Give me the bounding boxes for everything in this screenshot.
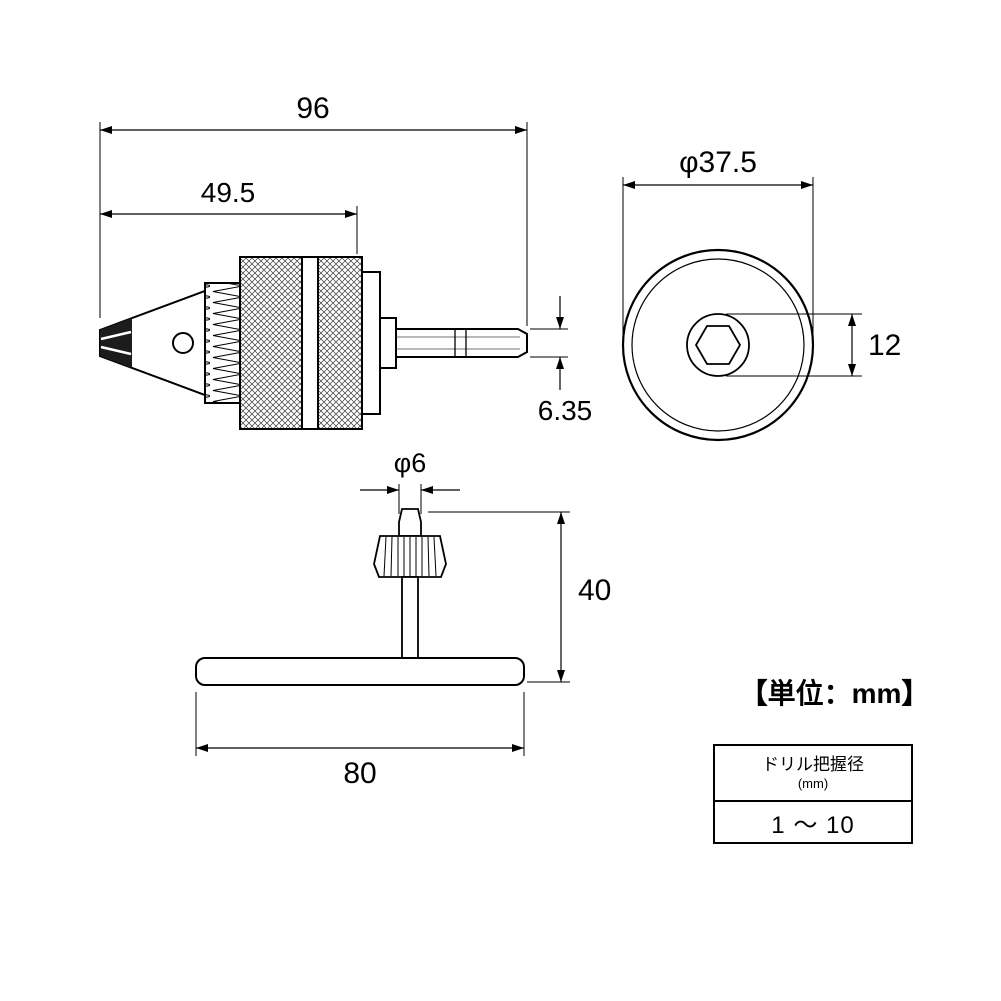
dim-collar-diameter-label: 12 — [868, 329, 901, 362]
front-hex-socket — [694, 325, 742, 365]
front-inner-circle — [631, 258, 805, 432]
dim-outer-diameter-label: φ37.5 — [679, 146, 757, 179]
spec-table-header-line2: (mm) — [797, 775, 829, 791]
dim-overall-length-label: 96 — [296, 92, 329, 125]
dim-hex-shank-label: 6.35 — [538, 395, 593, 426]
spec-table-header-line1: ドリル把握径 — [762, 755, 864, 775]
chuck-side-view — [99, 256, 528, 430]
spec-table: ドリル把握径 (mm) 1 ～ 10 — [713, 744, 913, 844]
front-outer-circle — [621, 248, 815, 442]
unit-label: 【単位：mm】 — [739, 678, 930, 709]
dim-hex-shank: 6.35 — [530, 296, 592, 426]
chuck-neck — [379, 317, 397, 369]
chuck-key-view — [195, 508, 525, 686]
dim-key-height: 40 — [428, 511, 611, 683]
key-shaft — [401, 576, 419, 659]
dim-key-height-label: 40 — [578, 574, 611, 607]
dim-outer-diameter: φ37.5 — [622, 146, 814, 342]
key-handle — [195, 657, 525, 686]
chuck-key-hole — [172, 332, 194, 354]
chuck-rear-cap — [361, 271, 381, 415]
dim-body-length: 49.5 — [100, 177, 358, 254]
hex-shank — [395, 328, 528, 358]
key-pilot-tip — [398, 508, 422, 537]
chuck-jaw-tip — [100, 318, 132, 368]
chuck-gear-collar — [204, 282, 241, 404]
dim-key-handle-length-label: 80 — [343, 757, 376, 790]
dim-key-pilot: φ6 — [360, 448, 460, 514]
chuck-front-view — [621, 248, 815, 442]
spec-table-value: 1 ～ 10 — [771, 811, 855, 839]
dim-key-handle-length: 80 — [195, 692, 525, 790]
chuck-sleeve-rear — [317, 256, 363, 430]
chuck-sleeve-front — [239, 256, 303, 430]
dim-overall-length: 96 — [99, 92, 528, 326]
chuck-band — [301, 256, 319, 430]
front-collar-circle — [686, 313, 750, 377]
spec-table-header: ドリル把握径 (mm) — [715, 746, 911, 802]
dim-collar-diameter: 12 — [726, 313, 901, 377]
dim-key-pilot-label: φ6 — [394, 448, 427, 478]
dim-body-length-label: 49.5 — [201, 177, 256, 208]
